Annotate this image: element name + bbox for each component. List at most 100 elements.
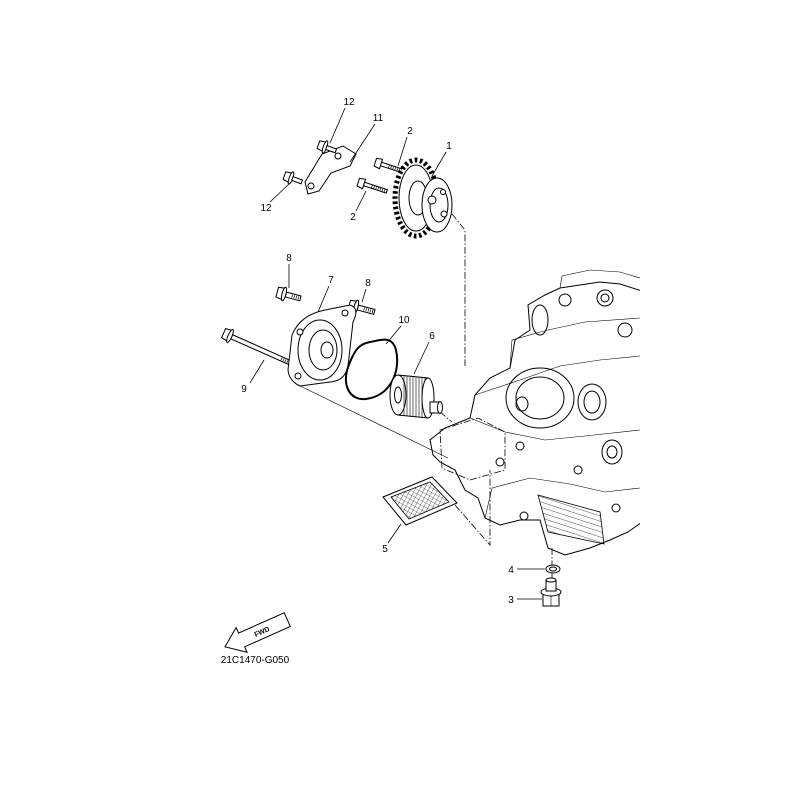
callout-7: 7: [328, 275, 334, 286]
bracket-hole: [307, 182, 315, 190]
o-ring: [345, 338, 399, 401]
crankcase-bore-inner: [515, 376, 565, 420]
crankcase-rib: [484, 477, 640, 519]
cover-bolt-hole: [296, 328, 304, 336]
pump-body-inner: [429, 187, 449, 223]
leader-line: [329, 107, 346, 144]
assembly-line: [295, 383, 449, 459]
callout-5: 5: [382, 544, 388, 555]
strainer-mesh: [390, 481, 450, 520]
pump-pin: [440, 189, 446, 195]
bolt-thread: [363, 307, 375, 314]
bolt-12-lower: [282, 171, 304, 185]
pump-pin: [440, 210, 448, 218]
crankcase-hole: [596, 289, 614, 307]
bolt-shaft: [362, 181, 389, 194]
leader-line: [413, 341, 430, 375]
callout-1: 1: [446, 141, 452, 152]
forward-arrow-icon: [224, 612, 291, 654]
leader-line: [349, 123, 376, 163]
leader-lines: [249, 107, 545, 600]
drain-plug-top: [545, 577, 557, 583]
callout-6: 6: [429, 331, 435, 342]
drain-plug: [540, 577, 562, 607]
callout-8-right: 8: [365, 278, 371, 289]
callout-9: 9: [241, 384, 247, 395]
filter-end: [389, 374, 407, 416]
washer-inner: [549, 566, 557, 572]
cover-body: [297, 319, 343, 381]
leader-line: [269, 183, 290, 203]
crankcase-rib: [474, 355, 640, 396]
washer-outer: [545, 564, 561, 574]
leader-line: [431, 151, 447, 177]
bolt-2-lower: [356, 177, 389, 194]
washer: [545, 564, 561, 574]
crankcase-hole: [617, 322, 633, 338]
bracket: [304, 145, 357, 195]
leader-line: [385, 325, 402, 345]
oil-pan-grille: [537, 494, 605, 545]
leader-line: [361, 288, 367, 303]
callout-10: 10: [398, 315, 410, 326]
cover-bolt-hole: [341, 309, 349, 317]
leader-line: [397, 136, 408, 167]
bracket-plate: [304, 145, 357, 195]
leader-line: [249, 359, 265, 384]
crankcase-port-inner: [583, 390, 601, 414]
callout-11: 11: [373, 113, 384, 124]
bracket-hole: [334, 152, 342, 160]
crankcase-bolt-head: [515, 441, 525, 451]
assembly-line: [454, 470, 491, 547]
bolt-shaft: [325, 144, 338, 154]
callout-labels: 12 11 2 1 12 2 8 7 8 10 6 9 5 4 3: [241, 97, 514, 606]
callout-4: 4: [508, 565, 514, 576]
crankcase-bolt-head: [495, 457, 505, 467]
filter-stem-flange: [437, 401, 443, 414]
assembly-line: [439, 411, 453, 423]
bolt-head: [373, 157, 384, 170]
leader-line: [355, 190, 367, 212]
bolt-thread: [371, 184, 388, 193]
crankcase-port: [577, 383, 607, 421]
callout-2-upper: 2: [407, 126, 413, 137]
cover-center: [320, 341, 334, 359]
diagram-code: 21C1470-G050: [221, 655, 290, 666]
crankcase-boss: [606, 445, 618, 459]
bolt-head: [356, 177, 367, 190]
crankcase-tube: [531, 304, 549, 336]
crankcase-boss: [515, 396, 529, 412]
cover-recess: [308, 329, 338, 371]
leader-line: [317, 285, 330, 313]
crankcase-bolt-head: [611, 503, 621, 513]
callout-3: 3: [508, 595, 514, 606]
callout-8-left: 8: [286, 253, 292, 264]
crankcase-bolt-head: [519, 511, 529, 521]
bolt-8-left: [275, 286, 302, 302]
crankcase-rib: [469, 417, 640, 441]
cover-bolt-hole: [294, 372, 302, 380]
callout-2-lower: 2: [350, 212, 356, 223]
forward-arrow: FWD: [224, 612, 291, 654]
callout-12-upper: 12: [343, 97, 355, 108]
crankcase-boss: [601, 439, 623, 465]
oil-strainer: [382, 476, 458, 526]
bolt-shaft: [291, 175, 304, 185]
crankcase: [429, 269, 640, 556]
crankcase-bolt-head: [573, 465, 583, 475]
pump-shaft: [427, 195, 437, 205]
oil-filter: [389, 374, 443, 419]
oil-filter-cover: [287, 304, 357, 387]
filter-end-inner: [394, 386, 402, 404]
bolt-thread: [291, 294, 301, 300]
leader-line: [387, 523, 402, 544]
crankcase-hidden-edge: [439, 417, 506, 481]
bolt-12-upper: [316, 140, 338, 154]
crankcase-hole: [600, 293, 610, 303]
oil-pump-assembly: [392, 157, 453, 239]
bolt-shaft: [284, 291, 302, 302]
assembly-line: [451, 213, 466, 366]
crankcase-hole: [558, 293, 572, 307]
callout-12-lower: 12: [260, 203, 272, 214]
